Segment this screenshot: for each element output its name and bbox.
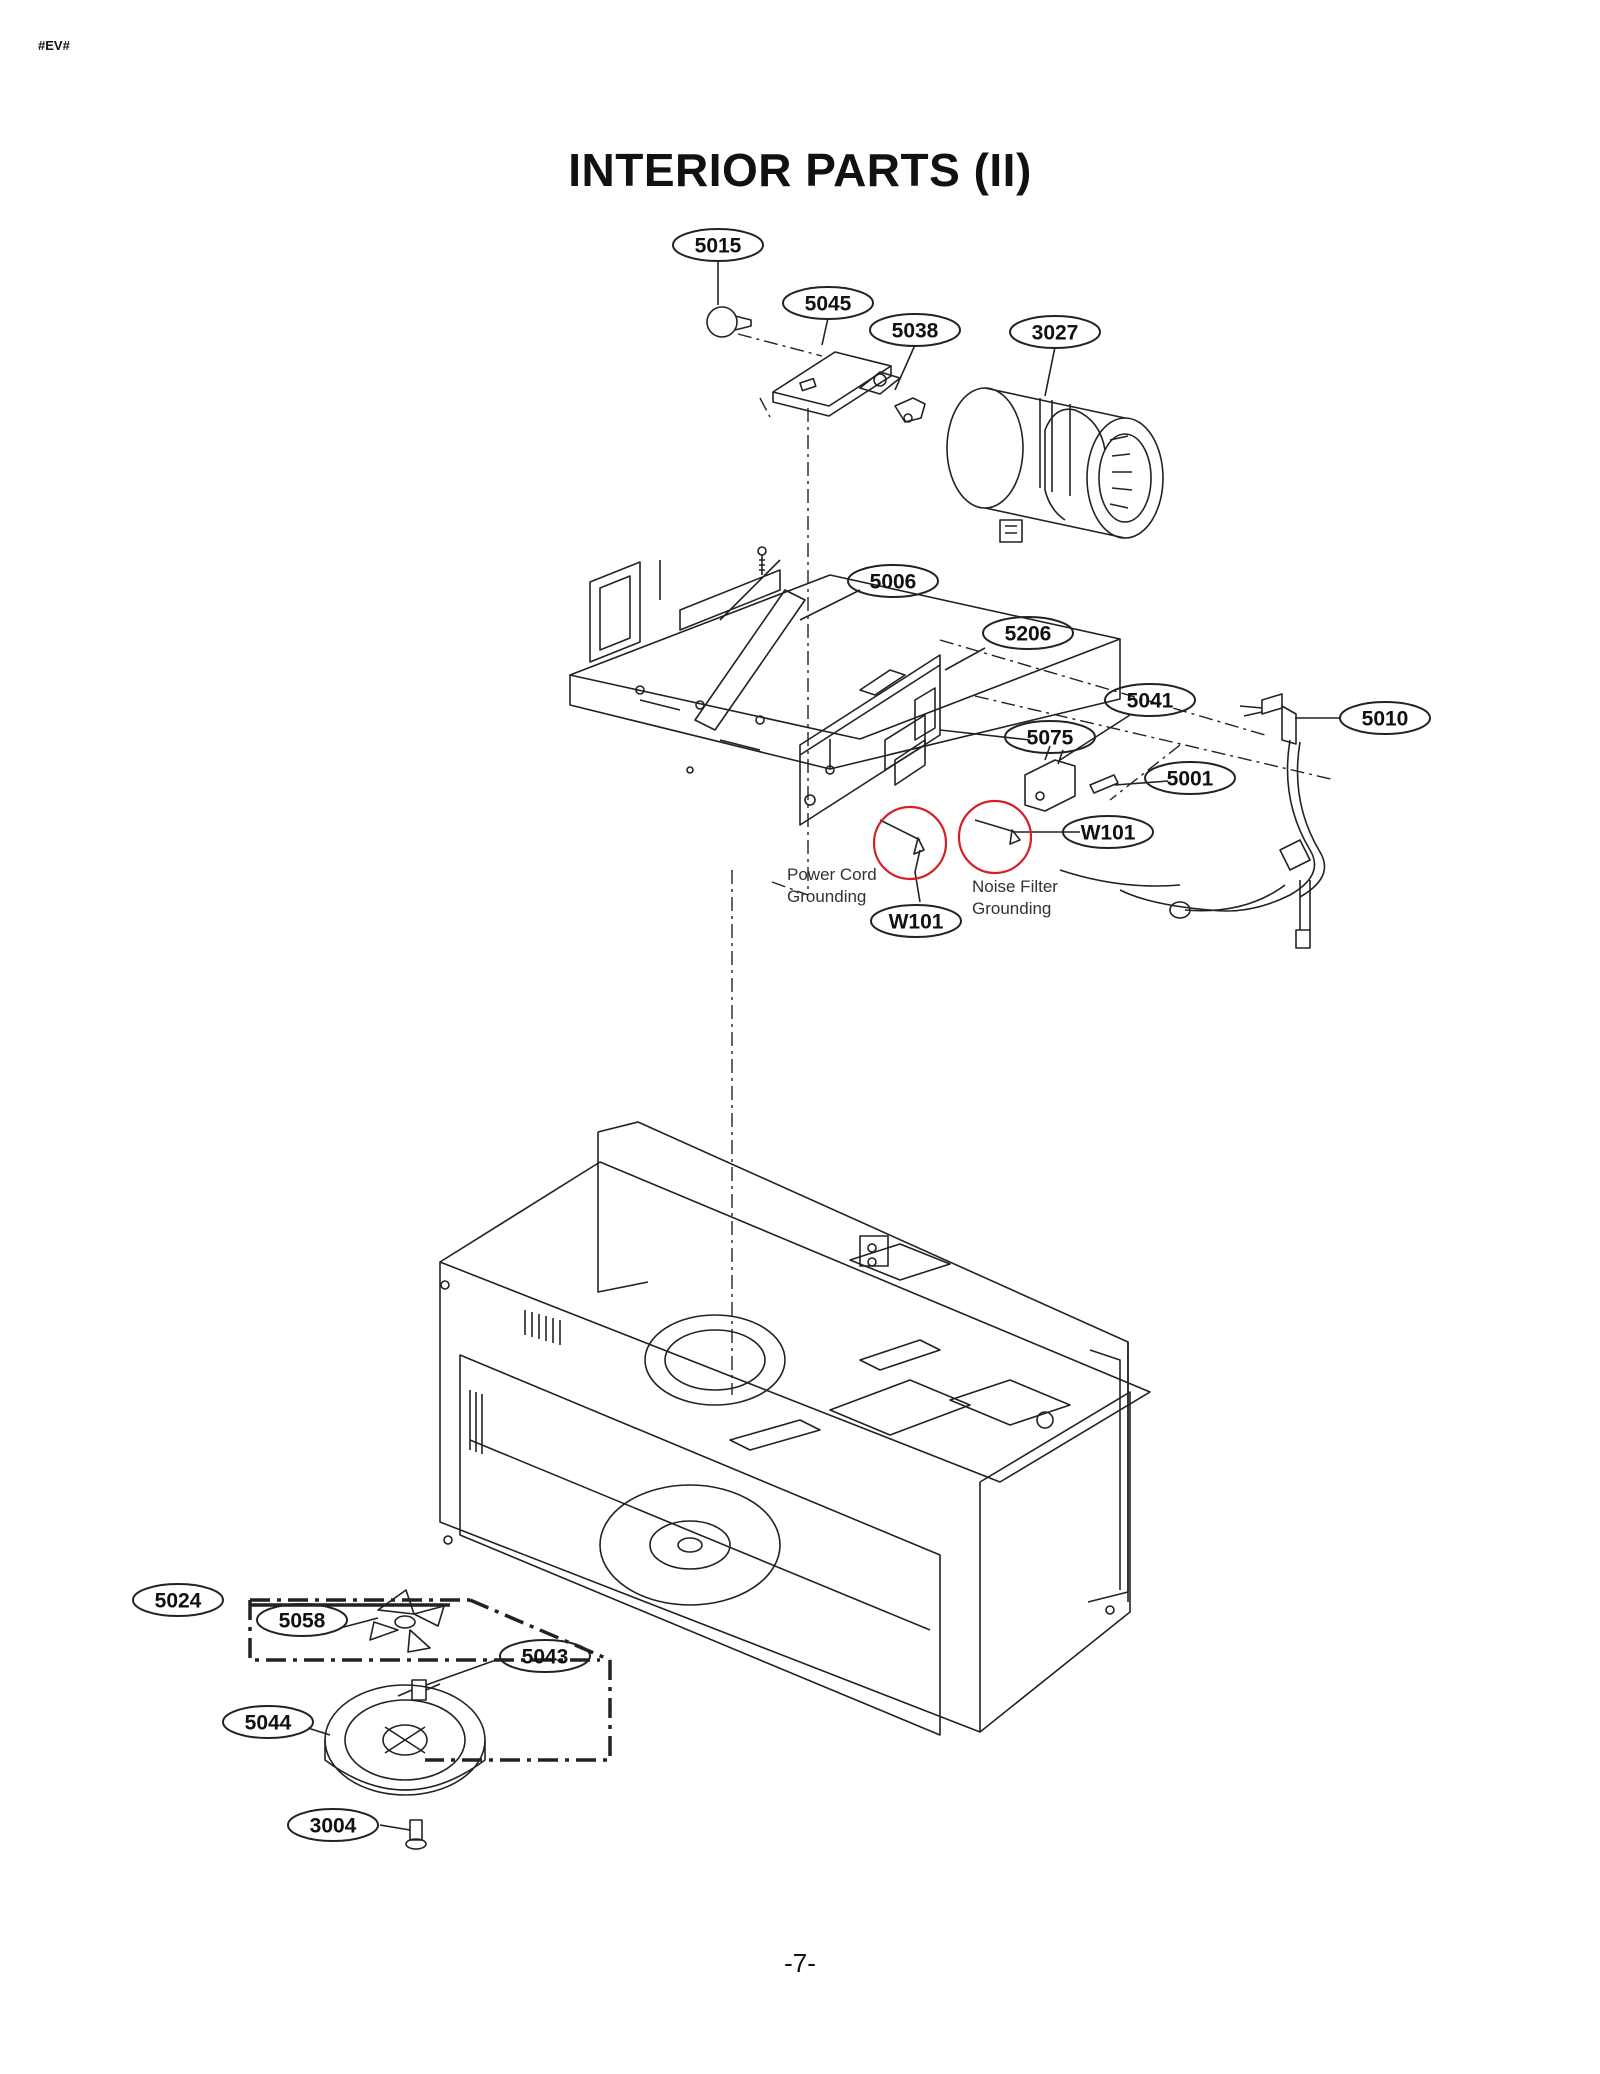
- ground-screw-left: [879, 819, 925, 873]
- callout-w101-right: W101: [1081, 822, 1136, 845]
- power-cord-part: [1059, 693, 1326, 949]
- assembly-guide-lines: [731, 333, 1336, 1395]
- callout-3027: 3027: [1032, 322, 1079, 345]
- bracket-relay-part: [799, 654, 941, 826]
- callout-5041: 5041: [1127, 690, 1174, 713]
- power-cord-note-line2: Grounding: [787, 887, 866, 906]
- callout-5010: 5010: [1362, 708, 1409, 731]
- callout-5001: 5001: [1167, 768, 1214, 791]
- coupler-part: [397, 1679, 441, 1701]
- convection-fan-blade-part: [369, 1589, 445, 1653]
- noise-filter-note-line1: Noise Filter: [972, 877, 1058, 896]
- heater-housing-part: [324, 1684, 486, 1796]
- page-title: INTERIOR PARTS (II): [568, 144, 1032, 196]
- callout-5075: 5075: [1027, 727, 1074, 750]
- noise-filter-note-line2: Grounding: [972, 899, 1051, 918]
- grounding-highlight-circles: [872, 799, 1033, 881]
- screw-part: [757, 546, 767, 575]
- callout-5006: 5006: [870, 571, 917, 594]
- lamp-cover-part: [772, 351, 892, 417]
- callout-3004: 3004: [310, 1815, 357, 1838]
- callout-ovals: [132, 228, 1431, 1842]
- motor-bolt-part: [405, 1819, 427, 1850]
- ground-screw-right: [974, 819, 1021, 845]
- lamp-socket-part: [859, 371, 926, 423]
- callout-5045: 5045: [805, 293, 852, 316]
- leader-lines: [307, 260, 1340, 1831]
- fuse-part: [1089, 774, 1119, 794]
- document-code: #EV#: [38, 38, 70, 53]
- callout-5206: 5206: [1005, 623, 1052, 646]
- lamp-bulb-part: [706, 306, 752, 338]
- callout-w101-left: W101: [889, 911, 944, 934]
- callout-5044: 5044: [245, 1712, 292, 1735]
- oven-cavity-frame: [439, 1121, 1151, 1736]
- callout-5038: 5038: [892, 320, 939, 343]
- power-cord-note-line1: Power Cord: [787, 865, 877, 884]
- fan-motor-assembly-part: [946, 387, 1164, 543]
- callout-5043: 5043: [522, 1646, 569, 1669]
- callout-5015: 5015: [695, 235, 742, 258]
- page-number: -7-: [784, 1948, 816, 1978]
- callout-5024: 5024: [155, 1590, 202, 1613]
- callout-5058: 5058: [279, 1610, 326, 1633]
- base-plate-part: [569, 559, 1121, 774]
